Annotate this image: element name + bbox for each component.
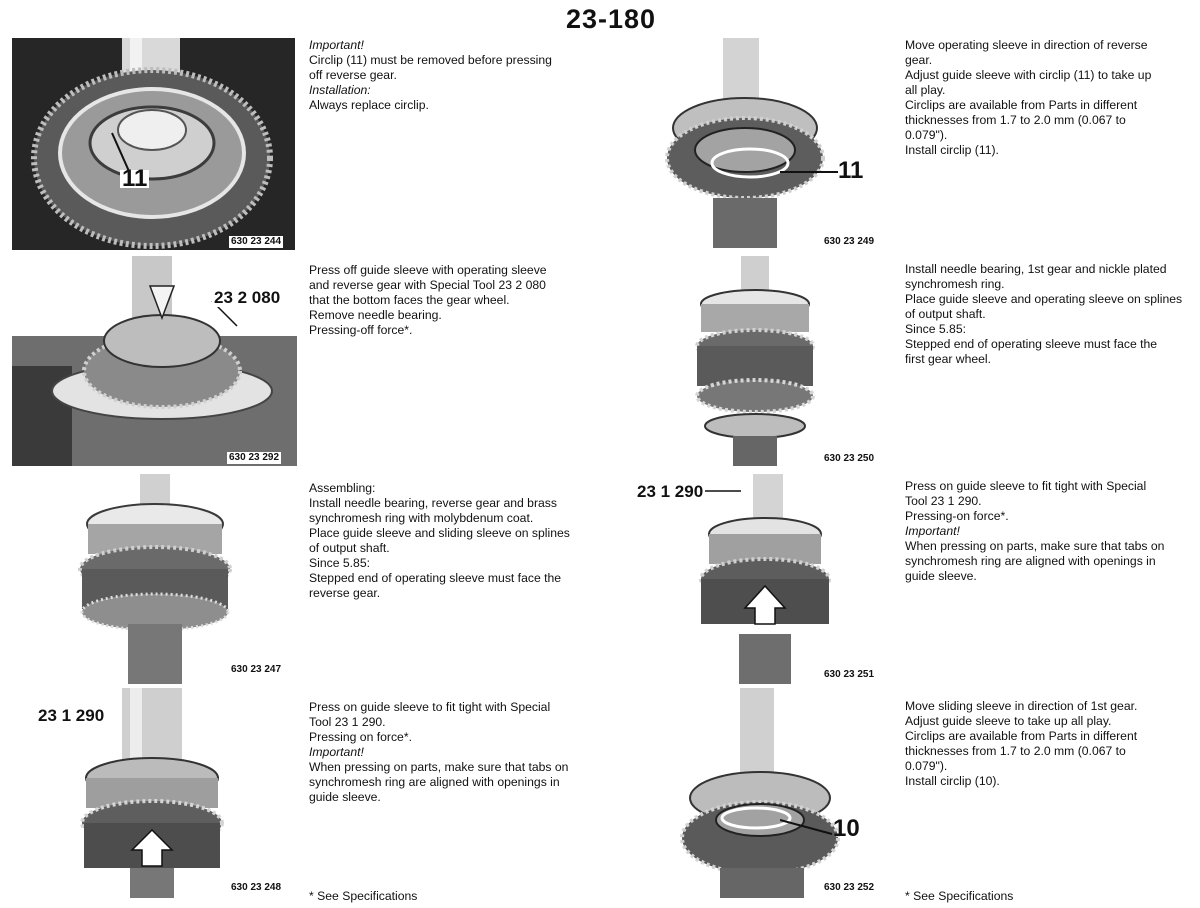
text-line: guide sleeve.: [905, 569, 977, 583]
text-line: Circlips are available from Parts in dif…: [905, 729, 1138, 743]
photo-630-23-252: [680, 688, 845, 898]
text-line: Place guide sleeve and sliding sleeve on…: [309, 526, 570, 540]
footnote: * See Specifications: [905, 889, 1014, 903]
photo-code: 630 23 248: [229, 882, 284, 894]
page-number: 23-180: [566, 4, 657, 34]
text-line: Move operating sleeve in direction of re…: [905, 38, 1148, 52]
photo-code: 630 23 247: [229, 664, 284, 676]
text-line: gear.: [905, 53, 933, 67]
text-line: Install needle bearing, 1st gear and nic…: [905, 262, 1167, 276]
text-line: Press on guide sleeve to fit tight with …: [309, 700, 551, 714]
text-line: of output shaft.: [309, 541, 390, 555]
text-line: synchromesh ring are aligned with openin…: [905, 554, 1156, 568]
text-line: Stepped end of operating sleeve must fac…: [309, 571, 562, 585]
leader-line: [780, 171, 838, 173]
text-line: Remove needle bearing.: [309, 308, 442, 322]
instruction-text: Press on guide sleeve to fit tight with …: [309, 700, 599, 805]
photo-630-23-251: [695, 474, 835, 684]
text-line: thicknesses from 1.7 to 2.0 mm (0.067 to: [905, 113, 1126, 127]
text-line: Always replace circlip.: [309, 98, 429, 112]
instruction-text: Move sliding sleeve in direction of 1st …: [905, 699, 1195, 789]
important-label: Important!: [309, 38, 364, 52]
text-line: Pressing on force*.: [309, 730, 412, 744]
photo-630-23-244: [12, 38, 295, 250]
leader-line: [705, 490, 741, 492]
text-line: 0.079").: [905, 759, 948, 773]
footnote: * See Specifications: [309, 889, 418, 903]
text-line: 0.079").: [905, 128, 948, 142]
text-line: synchromesh ring with molybdenum coat.: [309, 511, 534, 525]
text-line: Install needle bearing, reverse gear and…: [309, 496, 557, 510]
text-line: thicknesses from 1.7 to 2.0 mm (0.067 to: [905, 744, 1126, 758]
photo-630-23-292: [12, 256, 297, 466]
text-line: Place guide sleeve and operating sleeve …: [905, 292, 1183, 306]
text-line: Circlips are available from Parts in dif…: [905, 98, 1138, 112]
photo-code: 630 23 250: [824, 453, 875, 464]
text-line: that the bottom faces the gear wheel.: [309, 293, 510, 307]
text-line: Circlip (11) must be removed before pres…: [309, 53, 552, 67]
text-line: reverse gear.: [309, 586, 381, 600]
text-line: Tool 23 1 290.: [309, 715, 386, 729]
text-line: Press on guide sleeve to fit tight with …: [905, 479, 1147, 493]
text-line: synchromesh ring are aligned with openin…: [309, 775, 560, 789]
text-line: off reverse gear.: [309, 68, 397, 82]
leader-line: [780, 819, 833, 835]
instruction-text: Install needle bearing, 1st gear and nic…: [905, 262, 1195, 367]
text-line: and reverse gear with Special Tool 23 2 …: [309, 278, 546, 292]
photo-630-23-250: [695, 256, 815, 466]
instruction-text: Press on guide sleeve to fit tight with …: [905, 479, 1195, 584]
text-line: When pressing on parts, make sure that t…: [905, 539, 1165, 553]
important-label: Important!: [905, 524, 960, 538]
text-line: Since 5.85:: [309, 556, 370, 570]
text-line: Pressing-off force*.: [309, 323, 413, 337]
text-line: Stepped end of operating sleeve must fac…: [905, 337, 1158, 351]
text-line: Pressing-on force*.: [905, 509, 1009, 523]
text-line: Install circlip (10).: [905, 774, 1000, 788]
photo-code: 630 23 251: [822, 669, 877, 681]
callout-tool-23-1-290: 23 1 290: [637, 482, 704, 501]
text-line: Tool 23 1 290.: [905, 494, 982, 508]
text-line: synchromesh ring.: [905, 277, 1005, 291]
text-line: When pressing on parts, make sure that t…: [309, 760, 569, 774]
instruction-text: Move operating sleeve in direction of re…: [905, 38, 1195, 158]
photo-code: 630 23 244: [229, 236, 284, 248]
text-line: guide sleeve.: [309, 790, 381, 804]
text-line: Since 5.85:: [905, 322, 966, 336]
callout-10: 10: [833, 815, 860, 842]
photo-code: 630 23 252: [822, 882, 877, 894]
callout-11: 11: [120, 165, 150, 192]
photo-code: 630 23 292: [227, 452, 282, 464]
text-line: Adjust guide sleeve to take up all play.: [905, 714, 1112, 728]
callout-11: 11: [838, 157, 864, 184]
text-line: Move sliding sleeve in direction of 1st …: [905, 699, 1138, 713]
important-label: Important!: [309, 745, 364, 759]
text-line: Install circlip (11).: [905, 143, 999, 157]
installation-label: Installation:: [309, 83, 371, 97]
callout-tool-23-1-290: 23 1 290: [36, 706, 107, 725]
photo-630-23-247: [70, 474, 240, 684]
instruction-text: Assembling: Install needle bearing, reve…: [309, 481, 599, 601]
text-line: of output shaft.: [905, 307, 986, 321]
instruction-text: Important! Circlip (11) must be removed …: [309, 38, 599, 113]
text-line: first gear wheel.: [905, 352, 992, 366]
photo-code: 630 23 249: [824, 236, 875, 247]
text-line: all play.: [905, 83, 946, 97]
instruction-text: Press off guide sleeve with operating sl…: [309, 263, 599, 338]
callout-tool-23-2-080: 23 2 080: [212, 288, 283, 307]
text-line: Adjust guide sleeve with circlip (11) to…: [905, 68, 1152, 82]
text-line: Press off guide sleeve with operating sl…: [309, 263, 547, 277]
text-line: Assembling:: [309, 481, 376, 495]
photo-630-23-249: [665, 38, 825, 248]
